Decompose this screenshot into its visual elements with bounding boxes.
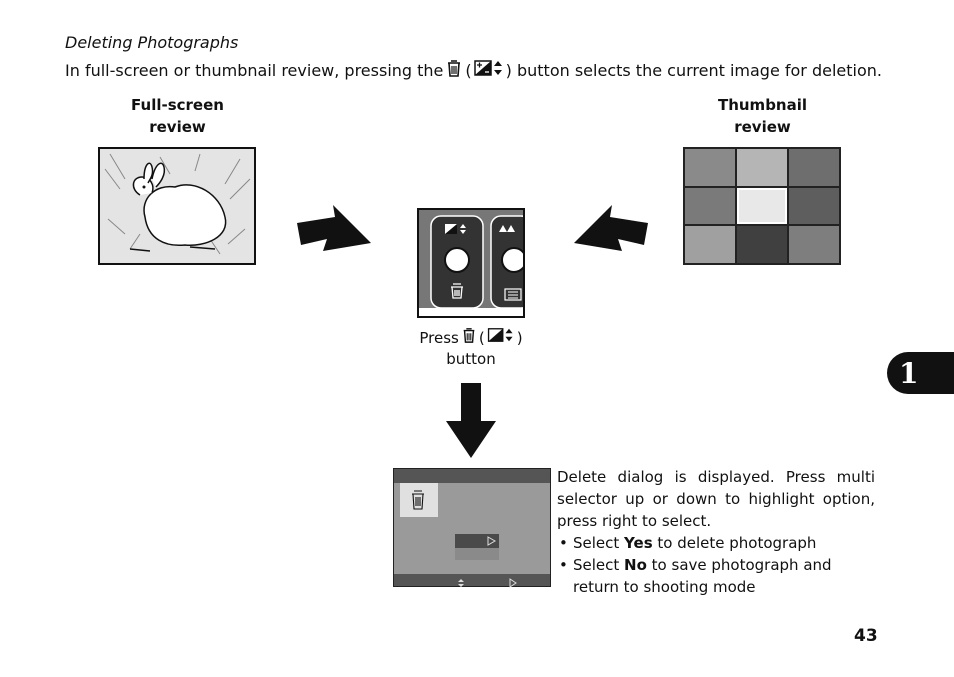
press-button-caption: Press ( ) button <box>410 326 532 369</box>
camera-button-closeup <box>417 208 525 318</box>
trash-icon <box>451 283 463 299</box>
section-heading: Deleting Photographs <box>65 33 239 52</box>
thumbnail-review-label: Thumbnail review <box>695 94 830 138</box>
image-preview-thumbnail <box>400 483 438 517</box>
exposure-compensation-icon <box>473 59 504 81</box>
fullscreen-review-image <box>98 147 256 265</box>
dialog-title-bar <box>394 469 550 483</box>
dialog-footer-bar <box>394 574 550 588</box>
chapter-tab: 1 <box>887 352 954 394</box>
bullet-text: Select <box>573 556 625 574</box>
fullscreen-review-label: Full-screen review <box>110 94 245 138</box>
arrow-left-icon <box>574 205 648 251</box>
dialog-option-highlight[interactable] <box>455 534 499 548</box>
press-word: Press <box>419 328 459 347</box>
yes-option-label: Yes <box>624 534 653 552</box>
bullet-text: to delete photograph <box>652 534 817 552</box>
list-item: Select Yes to delete photograph <box>557 532 875 554</box>
intro-text-before: In full-screen or thumbnail review, pres… <box>65 60 444 80</box>
intro-text: In full-screen or thumbnail review, pres… <box>65 58 882 82</box>
thumbnail <box>789 187 839 225</box>
no-option-label: No <box>624 556 647 574</box>
description-paragraph: Delete dialog is displayed. Press multi … <box>557 468 875 530</box>
thumbnail <box>737 226 787 263</box>
delete-dialog-description: Delete dialog is displayed. Press multi … <box>557 466 875 598</box>
trash-icon <box>461 326 477 349</box>
option-list: Select Yes to delete photograph Select N… <box>557 532 875 598</box>
arrow-down-icon <box>446 383 496 458</box>
trash-icon <box>445 58 463 82</box>
exposure-compensation-icon <box>445 224 466 234</box>
button-word: button <box>446 350 496 368</box>
list-item: Select No to save photograph and return … <box>557 554 875 598</box>
exposure-compensation-icon <box>487 327 515 348</box>
thumbnail-selected <box>737 187 787 225</box>
fullscreen-label-line1: Full-screen <box>131 96 224 114</box>
delete-dialog-screen <box>393 468 551 588</box>
bullet-text: to save photograph and return to shootin… <box>573 556 832 596</box>
thumbnail-review-image <box>683 147 841 265</box>
thumbnail <box>685 187 735 225</box>
thumbnail <box>789 226 839 263</box>
thumbnail <box>789 149 839 186</box>
thumbnail <box>737 149 787 186</box>
thumbnail <box>685 149 735 186</box>
bullet-text: Select <box>573 534 625 552</box>
fullscreen-label-line2: review <box>149 118 206 136</box>
thumbnail <box>685 226 735 263</box>
arrow-right-icon <box>297 205 371 251</box>
rabbit-illustration <box>100 149 254 263</box>
intro-text-after: button selects the current image for del… <box>516 60 882 80</box>
thumbnail-label-line1: Thumbnail <box>717 96 808 114</box>
thumbnail-label-line2: review <box>734 118 791 136</box>
page-number: 43 <box>854 626 878 646</box>
dialog-option[interactable] <box>455 548 499 560</box>
